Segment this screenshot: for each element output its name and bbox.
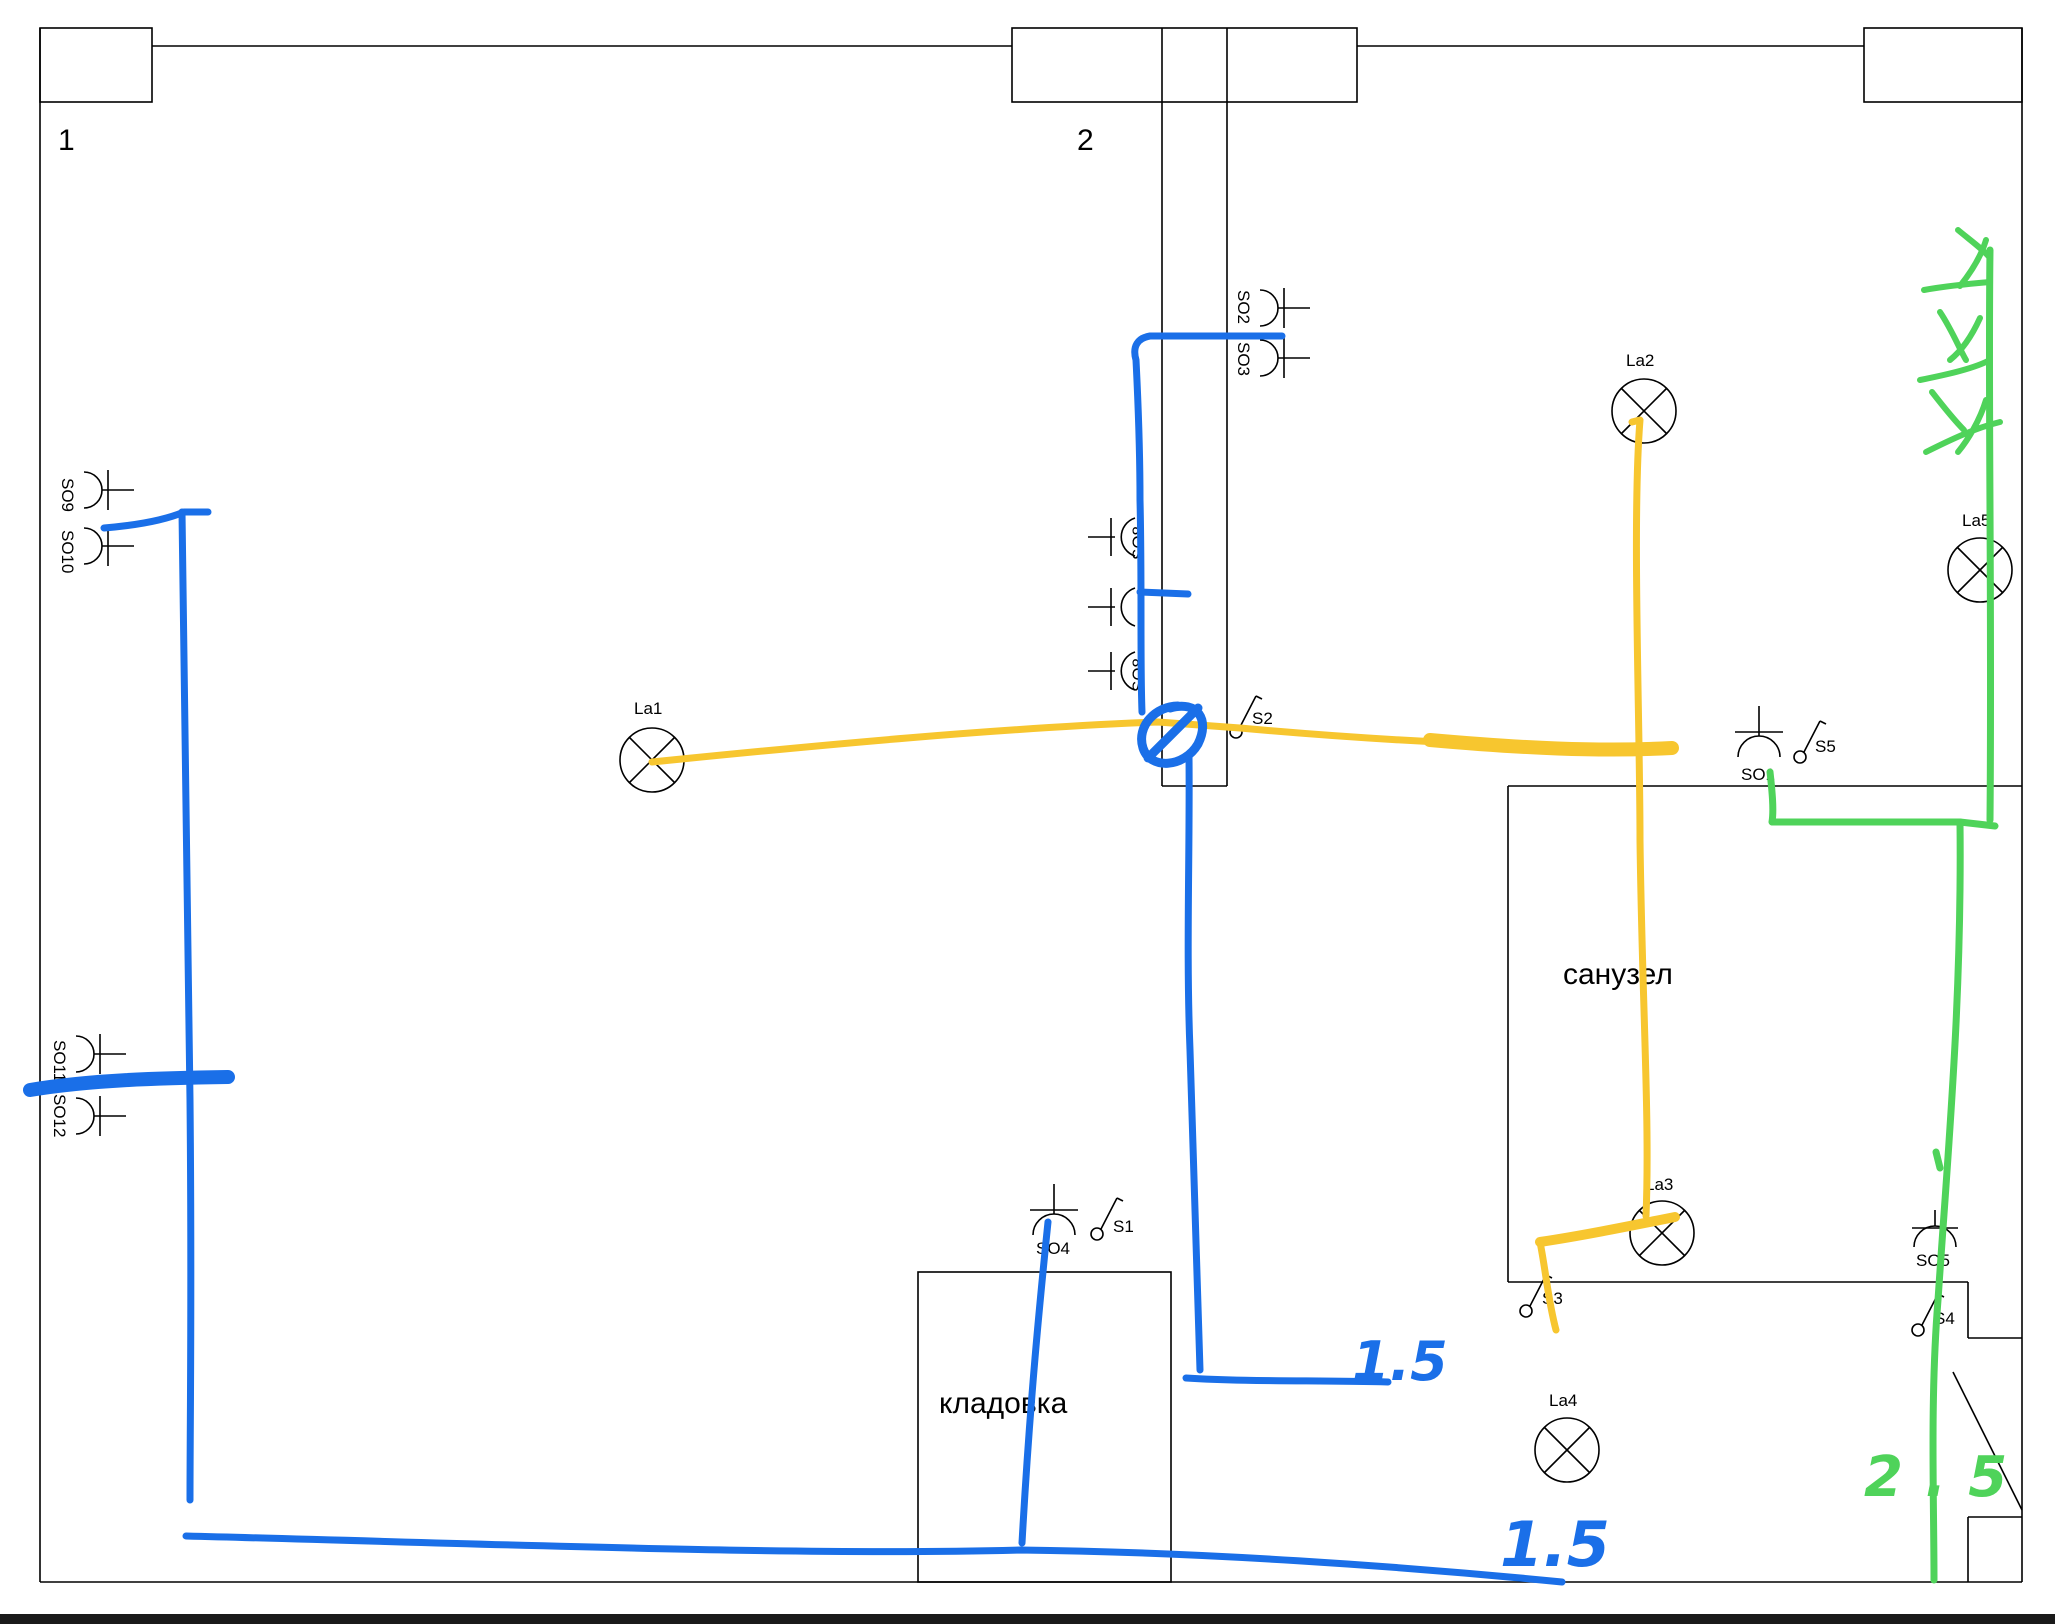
switch-label: S2: [1252, 709, 1273, 728]
socket-so1: SO1: [1735, 706, 1783, 784]
socket-label: SO3: [1234, 342, 1253, 376]
lamp-la2: La2: [1611, 351, 1677, 444]
socket-label: SO1: [1741, 765, 1775, 784]
socket-so10: SO10: [58, 526, 134, 573]
switch-s2: S2: [1229, 695, 1273, 739]
window-bottom-border: [0, 1614, 2055, 1624]
socket-so12: SO12: [50, 1094, 126, 1137]
lamp-la5: La5: [1947, 511, 2013, 603]
walls: [39, 27, 2023, 1583]
socket-so2: SO2: [1234, 288, 1310, 328]
switch-s1: S1: [1090, 1197, 1134, 1241]
cable-size-note: 1.5: [1500, 1508, 1610, 1581]
socket-so11: SO11: [50, 1034, 126, 1082]
lamp-label: La4: [1549, 1391, 1577, 1410]
yellow-lighting-circuit: [648, 416, 1680, 1334]
window: [39, 27, 153, 103]
room-number-1: 1: [58, 124, 75, 157]
cable-size-note: 1.5: [1352, 1330, 1448, 1393]
storage-room: [917, 1271, 1172, 1583]
blue-socket-circuit: [23, 332, 1566, 1586]
socket-label: SO11: [50, 1040, 69, 1082]
green-circuit: [1766, 227, 2003, 1584]
socket-so7: [1088, 587, 1136, 627]
socket-label: SO10: [58, 530, 77, 573]
lamp-label: La5: [1962, 511, 1990, 530]
lamp-label: La2: [1626, 351, 1654, 370]
socket-so9: SO9: [58, 470, 134, 512]
switch-label: S5: [1815, 737, 1836, 756]
lamp-la3: La3: [1629, 1175, 1695, 1266]
cable-size-note: 2.5: [1864, 1445, 2029, 1510]
switch-label: S1: [1113, 1217, 1134, 1236]
window: [1863, 27, 2023, 103]
room-number-2: 2: [1077, 124, 1094, 157]
socket-label: SO5: [1916, 1251, 1950, 1270]
switch-s5: S5: [1793, 720, 1836, 764]
lamp-la4: La4: [1534, 1391, 1600, 1483]
socket-so3: SO3: [1234, 338, 1310, 378]
lamp-la1: La1: [619, 699, 685, 793]
socket-so4: SO4: [1030, 1184, 1078, 1258]
socket-label: SO4: [1036, 1239, 1070, 1258]
socket-label: SO12: [50, 1094, 69, 1137]
storage-label: кладовка: [939, 1387, 1068, 1420]
bathroom-label: санузел: [1563, 958, 1673, 991]
socket-so5: SO5: [1912, 1210, 1958, 1270]
lamp-label: La3: [1645, 1175, 1673, 1194]
socket-label: SO9: [58, 478, 77, 512]
lamp-label: La1: [634, 699, 662, 718]
window: [1011, 27, 1358, 103]
socket-label: SO2: [1234, 290, 1253, 324]
